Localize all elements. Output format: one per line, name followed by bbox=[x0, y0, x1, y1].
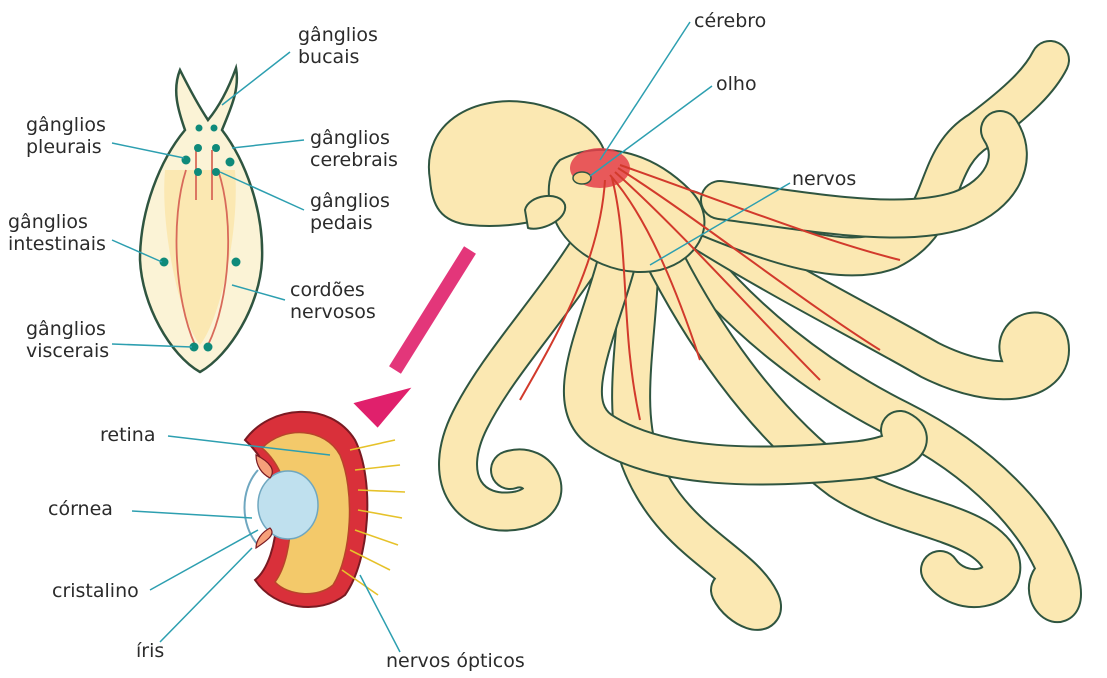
label-line: bucais bbox=[298, 46, 378, 68]
label-line: viscerais bbox=[26, 340, 109, 362]
label-line: gânglios bbox=[26, 318, 109, 340]
label-lens: cristalino bbox=[52, 580, 139, 602]
label-visceral-ganglia: gânglios viscerais bbox=[26, 318, 109, 362]
label-brain: cérebro bbox=[694, 10, 766, 32]
label-line: gânglios bbox=[8, 211, 106, 233]
label-optic-nerves: nervos ópticos bbox=[386, 650, 525, 672]
eye-cross-section bbox=[245, 412, 406, 607]
label-pleural-ganglia: gânglios pleurais bbox=[26, 114, 106, 158]
label-intestinal-ganglia: gânglios intestinais bbox=[8, 211, 106, 255]
zoom-arrow bbox=[353, 250, 470, 432]
label-retina: retina bbox=[100, 424, 156, 446]
label-iris: íris bbox=[136, 640, 164, 662]
label-line: gânglios bbox=[310, 190, 390, 212]
label-nerve-cords: cordões nervosos bbox=[290, 279, 376, 323]
label-line: gânglios bbox=[26, 114, 106, 136]
label-buccal-ganglia: gânglios bucais bbox=[298, 24, 378, 68]
label-line: cerebrais bbox=[310, 149, 398, 171]
label-cerebral-ganglia: gânglios cerebrais bbox=[310, 127, 398, 171]
octopus-illustration bbox=[429, 60, 1062, 611]
label-line: nervosos bbox=[290, 301, 376, 323]
eye-lens bbox=[258, 471, 318, 539]
label-line: pleurais bbox=[26, 136, 106, 158]
label-line: pedais bbox=[310, 212, 390, 234]
label-cornea: córnea bbox=[48, 498, 113, 520]
label-eye: olho bbox=[716, 73, 757, 95]
label-pedal-ganglia: gânglios pedais bbox=[310, 190, 390, 234]
label-nerves: nervos bbox=[792, 168, 856, 190]
label-line: intestinais bbox=[8, 233, 106, 255]
label-line: cordões bbox=[290, 279, 376, 301]
mollusc-nervous-system bbox=[140, 68, 262, 372]
label-line: gânglios bbox=[310, 127, 398, 149]
octopus-eye bbox=[573, 172, 591, 184]
label-line: gânglios bbox=[298, 24, 378, 46]
